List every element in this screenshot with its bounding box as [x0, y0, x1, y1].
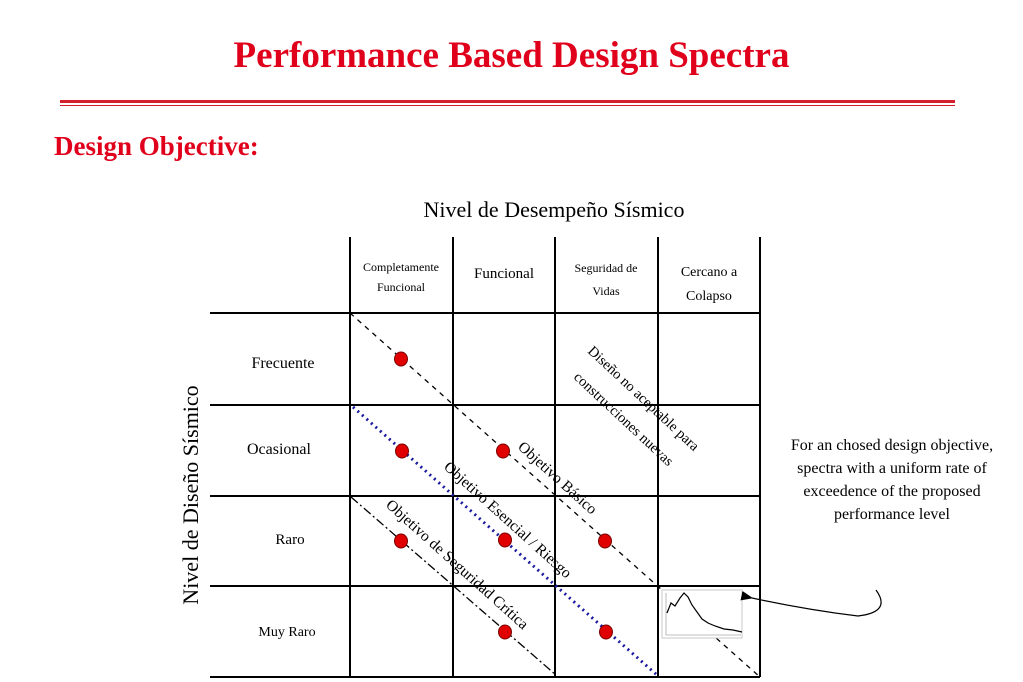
callout-note: For an chosed design objective, spectra …: [790, 437, 994, 523]
col-header-4-line1: Cercano a: [681, 265, 738, 280]
spectrum-curve: [666, 592, 743, 633]
marker-raro-funcional: [498, 532, 512, 548]
col-header-4-line2: Colapso: [686, 289, 732, 304]
marker-muy-raro-seguridad-de-vidas: [599, 624, 613, 640]
marker-raro-seguridad-de-vidas: [598, 533, 612, 549]
title-underline-thin: [60, 105, 955, 106]
marker-raro-completamente-funcional: [394, 533, 408, 549]
page-title: Performance Based Design Spectra: [233, 35, 790, 76]
row-label-muy-raro: Muy Raro: [258, 625, 315, 640]
row-label-raro: Raro: [275, 532, 304, 548]
spectrum-thumbnail-frame: [661, 589, 743, 639]
row-axis-title: Nivel de Diseño Sísmico: [178, 385, 203, 604]
section-heading: Design Objective:: [54, 131, 259, 161]
callout-arrow: [740, 589, 882, 617]
marker-frecuente-completamente-funcional: [394, 351, 408, 367]
objetivo-basico-line: [349, 312, 761, 678]
objetivo-critica-line: [350, 496, 557, 676]
row-label-ocasional: Ocasional: [247, 441, 312, 458]
marker-ocasional-funcional: [496, 443, 510, 459]
col-header-1-line2: Funcional: [377, 280, 426, 294]
column-axis-title: Nivel de Desempeño Sísmico: [424, 197, 685, 222]
marker-ocasional-completamente-funcional: [395, 443, 409, 459]
row-label-frecuente: Frecuente: [251, 355, 314, 372]
marker-muy-raro-funcional: [498, 624, 512, 640]
col-header-3-line2: Vidas: [592, 284, 620, 298]
title-underline-thick: [60, 100, 955, 103]
col-header-3-line1: Seguridad de: [575, 261, 638, 275]
col-header-1-line1: Completamente: [363, 260, 439, 274]
spectrum-thumbnail: [661, 589, 743, 639]
objetivo-basico-label: Objetivo Básico: [514, 438, 600, 518]
matrix-grid: [210, 237, 761, 678]
col-header-2-line1: Funcional: [474, 266, 534, 282]
